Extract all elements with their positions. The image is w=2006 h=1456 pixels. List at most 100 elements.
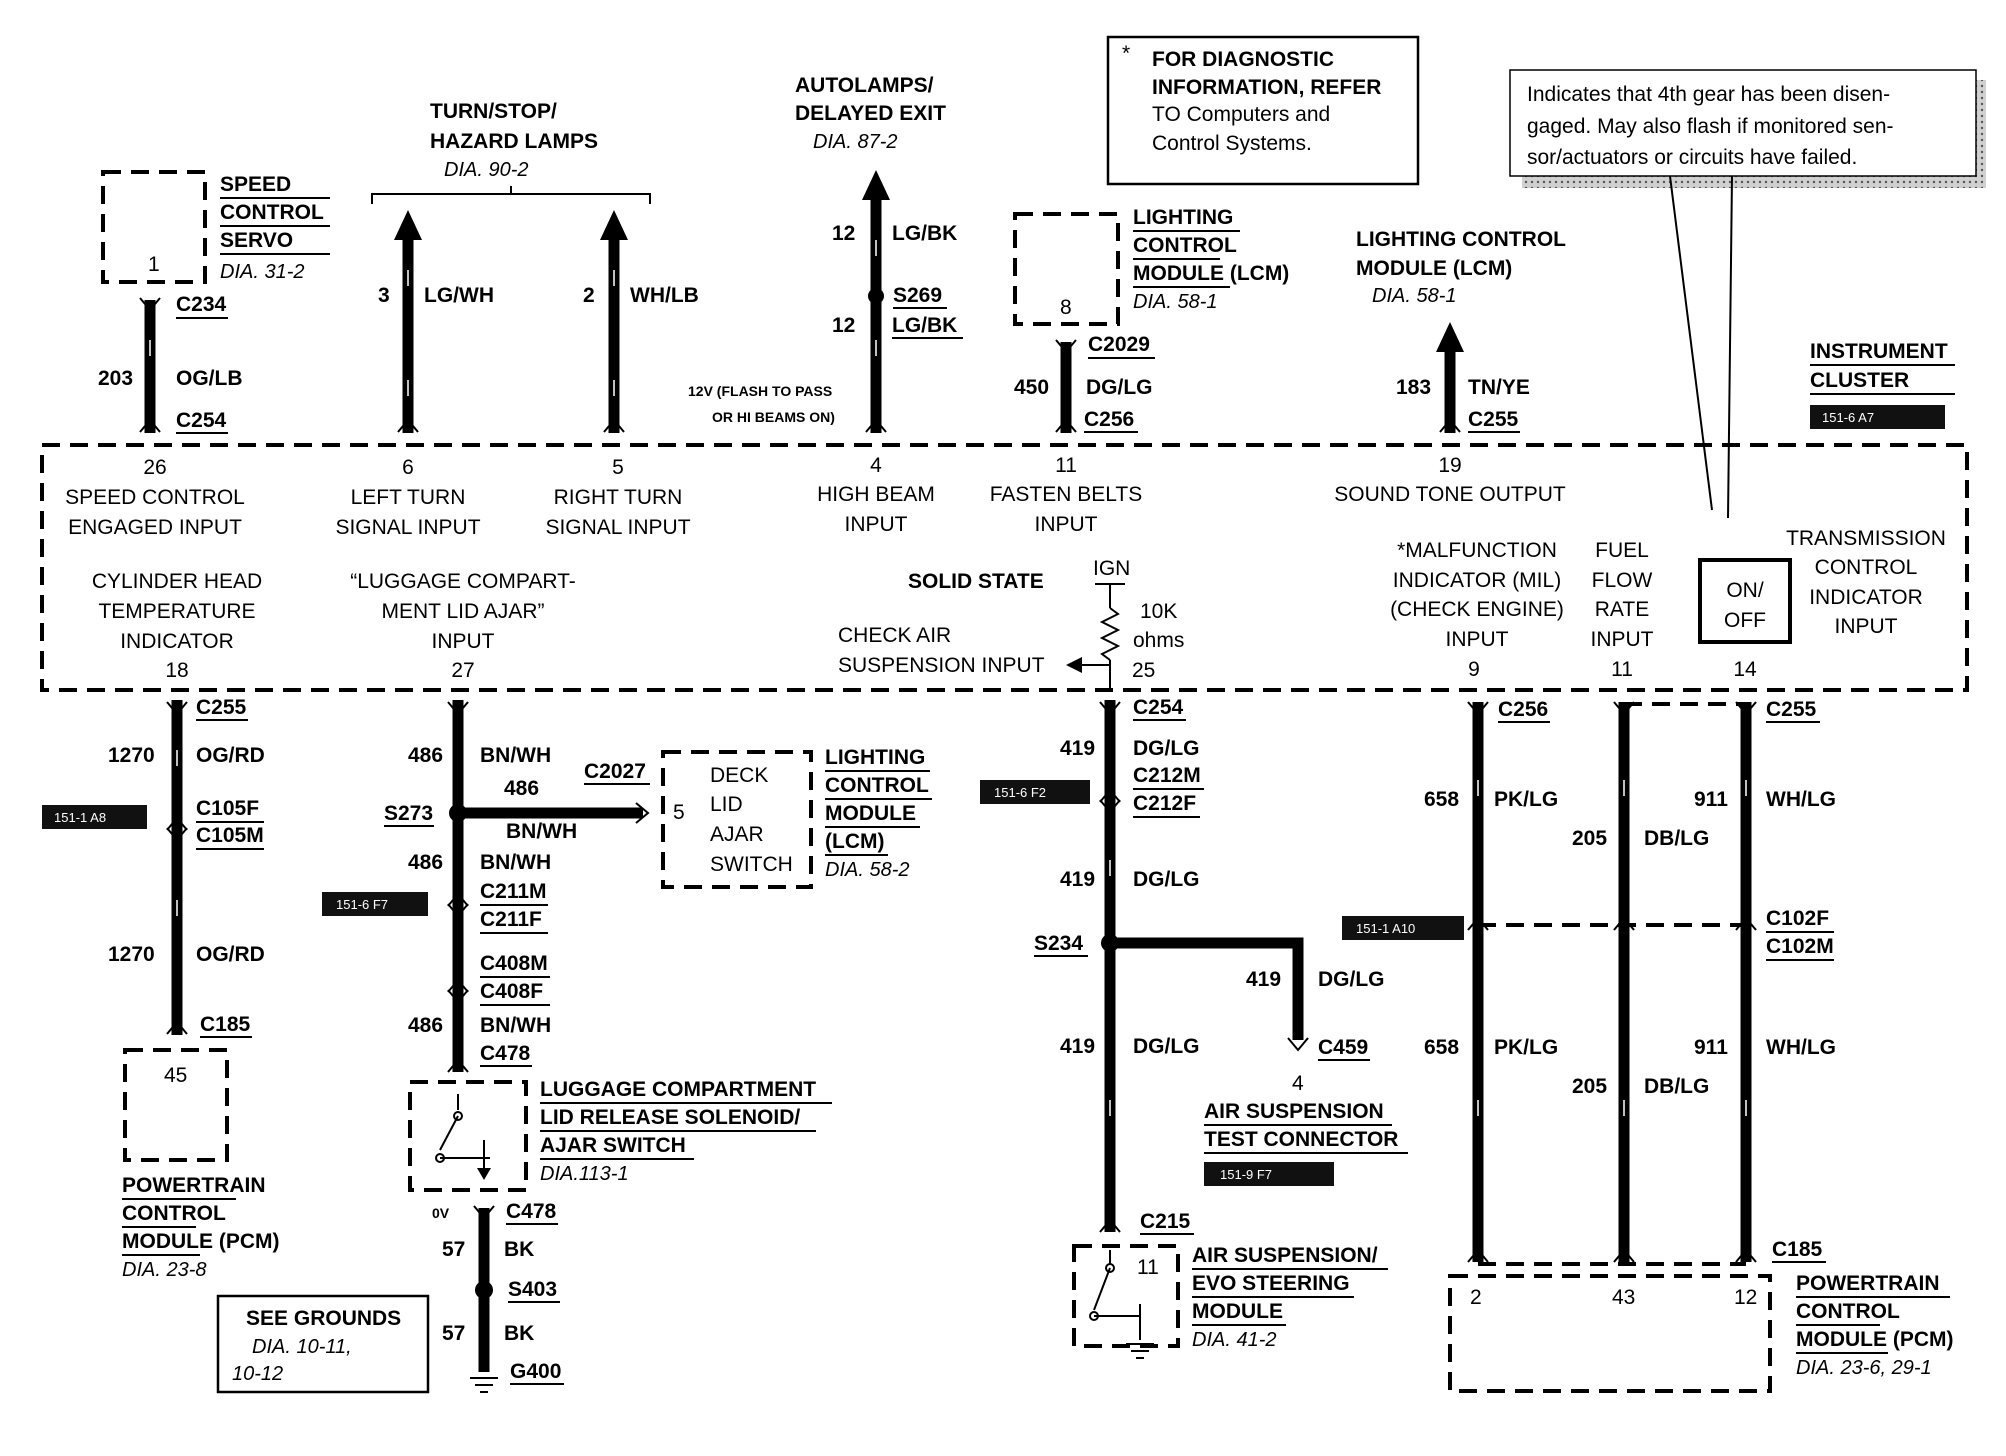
svg-text:LG/WH: LG/WH — [424, 284, 494, 307]
svg-text:MENT LID AJAR”: MENT LID AJAR” — [382, 600, 545, 623]
svg-text:IGN: IGN — [1093, 557, 1130, 580]
speed-control-servo: 1 SPEED CONTROL SERVO DIA. 31-2 — [101, 170, 330, 284]
svg-text:26: 26 — [143, 456, 166, 479]
svg-text:POWERTRAIN: POWERTRAIN — [122, 1174, 266, 1197]
svg-text:DIA. 10-11,: DIA. 10-11, — [252, 1336, 352, 1358]
svg-text:PK/LG: PK/LG — [1494, 788, 1558, 811]
pin-19-sound-tone: 19 SOUND TONE OUTPUT — [1334, 454, 1566, 506]
svg-text:5: 5 — [673, 801, 685, 824]
turn-stop-hazard-lamps: TURN/STOP/ HAZARD LAMPS DIA. 90-2 — [371, 100, 651, 204]
pin-4-high-beam: 4 HIGH BEAM INPUT — [817, 454, 935, 536]
svg-text:SUSPENSION INPUT: SUSPENSION INPUT — [838, 654, 1045, 677]
svg-text:EVO STEERING: EVO STEERING — [1192, 1272, 1350, 1295]
svg-text:12V (FLASH TO PASS: 12V (FLASH TO PASS — [688, 383, 832, 399]
svg-text:C234: C234 — [176, 293, 227, 316]
svg-text:OG/RD: OG/RD — [196, 744, 265, 767]
svg-text:DIA. 58-2: DIA. 58-2 — [825, 859, 909, 881]
svg-text:SIGNAL INPUT: SIGNAL INPUT — [545, 516, 690, 539]
svg-text:11: 11 — [1611, 658, 1633, 681]
svg-text:C185: C185 — [1772, 1238, 1823, 1261]
svg-text:486: 486 — [408, 851, 443, 874]
svg-text:C408M: C408M — [480, 952, 548, 975]
svg-text:25: 25 — [1132, 659, 1155, 682]
svg-text:C408F: C408F — [480, 980, 543, 1003]
pin-26-speed-control: 26 SPEED CONTROL ENGAGED INPUT — [65, 456, 245, 539]
svg-text:2: 2 — [583, 284, 595, 307]
luggage-release-solenoid: LUGGAGE COMPARTMENT LID RELEASE SOLENOID… — [408, 1078, 832, 1192]
svg-text:S234: S234 — [1034, 932, 1083, 955]
autolamps-delayed-exit: AUTOLAMPS/ DELAYED EXIT DIA. 87-2 — [795, 74, 946, 153]
svg-text:MODULE (PCM): MODULE (PCM) — [1796, 1328, 1953, 1351]
wire-486: 486 BN/WH S273 486 C2027 BN/WH 486 BN/WH… — [322, 700, 650, 1073]
svg-text:BN/WH: BN/WH — [506, 820, 577, 843]
svg-text:C459: C459 — [1318, 1036, 1368, 1059]
svg-text:0V: 0V — [432, 1205, 450, 1221]
svg-text:419: 419 — [1246, 968, 1281, 991]
svg-text:151-6 F7: 151-6 F7 — [336, 897, 388, 912]
svg-text:TO Computers and: TO Computers and — [1152, 103, 1330, 126]
wire-1270: C255 1270 OG/RD 151-1 A8 C105F C105M 127… — [42, 696, 265, 1038]
svg-text:11: 11 — [1055, 454, 1077, 477]
svg-text:MODULE (LCM): MODULE (LCM) — [1356, 257, 1512, 280]
wire-450: C2029 450 DG/LG C256 — [1014, 333, 1155, 433]
svg-text:CONTROL: CONTROL — [1815, 556, 1918, 579]
svg-text:DIA. 87-2: DIA. 87-2 — [813, 131, 897, 153]
svg-text:43: 43 — [1612, 1286, 1635, 1309]
svg-text:SERVO: SERVO — [220, 229, 293, 252]
air-suspension-test-connector: AIR SUSPENSION TEST CONNECTOR 151-9 F7 — [1204, 1100, 1408, 1186]
svg-text:DIA. 58-1: DIA. 58-1 — [1372, 285, 1456, 307]
lighting-control-module-right: LIGHTING CONTROL MODULE (LCM) DIA. 58-1 — [1356, 228, 1566, 307]
svg-text:12: 12 — [1734, 1286, 1757, 1309]
svg-text:(LCM): (LCM) — [825, 830, 884, 853]
svg-text:gaged. May also flash if monit: gaged. May also flash if monitored sen- — [1527, 115, 1894, 138]
pin-18-cylinder-head: CYLINDER HEAD TEMPERATURE INDICATOR 18 — [92, 570, 262, 682]
svg-text:57: 57 — [442, 1322, 465, 1345]
svg-text:DIA. 58-1: DIA. 58-1 — [1133, 291, 1217, 313]
svg-text:MODULE: MODULE — [825, 802, 916, 825]
svg-text:*MALFUNCTION: *MALFUNCTION — [1397, 539, 1557, 562]
wire-high-beam: 12 LG/BK S269 12 LG/BK 12V (FLASH TO PAS… — [688, 170, 963, 433]
svg-text:6: 6 — [402, 456, 414, 479]
svg-text:TRANSMISSION: TRANSMISSION — [1786, 527, 1946, 550]
svg-text:DIA.113-1: DIA.113-1 — [540, 1163, 629, 1185]
svg-text:658: 658 — [1424, 1036, 1459, 1059]
svg-text:3: 3 — [378, 284, 390, 307]
svg-text:10K: 10K — [1140, 600, 1177, 623]
svg-text:27: 27 — [451, 659, 474, 682]
svg-text:RIGHT TURN: RIGHT TURN — [554, 486, 683, 509]
svg-text:OG/LB: OG/LB — [176, 367, 243, 390]
svg-text:AIR SUSPENSION/: AIR SUSPENSION/ — [1192, 1244, 1378, 1267]
svg-text:BK: BK — [504, 1238, 534, 1261]
svg-text:FOR DIAGNOSTIC: FOR DIAGNOSTIC — [1152, 48, 1334, 71]
svg-text:151-1 A8: 151-1 A8 — [54, 810, 106, 825]
svg-text:10-12: 10-12 — [232, 1363, 283, 1385]
svg-text:151-6 A7: 151-6 A7 — [1822, 410, 1874, 425]
instrument-cluster-label: INSTRUMENT CLUSTER 151-6 A7 — [1810, 340, 1955, 429]
svg-text:Control Systems.: Control Systems. — [1152, 132, 1312, 155]
svg-text:14: 14 — [1733, 658, 1757, 681]
svg-text:RATE: RATE — [1595, 598, 1649, 621]
pin-6-left-turn: 6 LEFT TURN SIGNAL INPUT — [335, 456, 480, 539]
svg-text:CONTROL: CONTROL — [122, 1202, 226, 1225]
svg-text:S403: S403 — [508, 1278, 557, 1301]
svg-text:9: 9 — [1468, 658, 1480, 681]
svg-text:DG/LG: DG/LG — [1133, 1035, 1200, 1058]
svg-text:658: 658 — [1424, 788, 1459, 811]
svg-text:C211F: C211F — [480, 908, 542, 931]
svg-text:AJAR: AJAR — [710, 823, 764, 846]
svg-text:DIA. 23-6, 29-1: DIA. 23-6, 29-1 — [1796, 1357, 1932, 1379]
svg-text:CYLINDER HEAD: CYLINDER HEAD — [92, 570, 262, 593]
svg-text:SEE GROUNDS: SEE GROUNDS — [246, 1307, 401, 1330]
svg-text:FLOW: FLOW — [1592, 569, 1653, 592]
powertrain-control-module-right: 2 43 12 POWERTRAIN CONTROL MODULE (PCM) … — [1448, 1272, 1953, 1393]
svg-text:POWERTRAIN: POWERTRAIN — [1796, 1272, 1940, 1295]
svg-text:12: 12 — [832, 222, 855, 245]
svg-text:151-1 A10: 151-1 A10 — [1356, 921, 1415, 936]
svg-text:ON/: ON/ — [1726, 579, 1764, 602]
svg-text:DG/LG: DG/LG — [1318, 968, 1385, 991]
svg-text:sor/actuators or circuits have: sor/actuators or circuits have failed. — [1527, 146, 1857, 169]
svg-text:SOUND TONE OUTPUT: SOUND TONE OUTPUT — [1334, 483, 1566, 506]
svg-text:INPUT: INPUT — [1446, 628, 1509, 651]
svg-text:18: 18 — [165, 659, 188, 682]
svg-text:911: 911 — [1694, 1036, 1728, 1059]
